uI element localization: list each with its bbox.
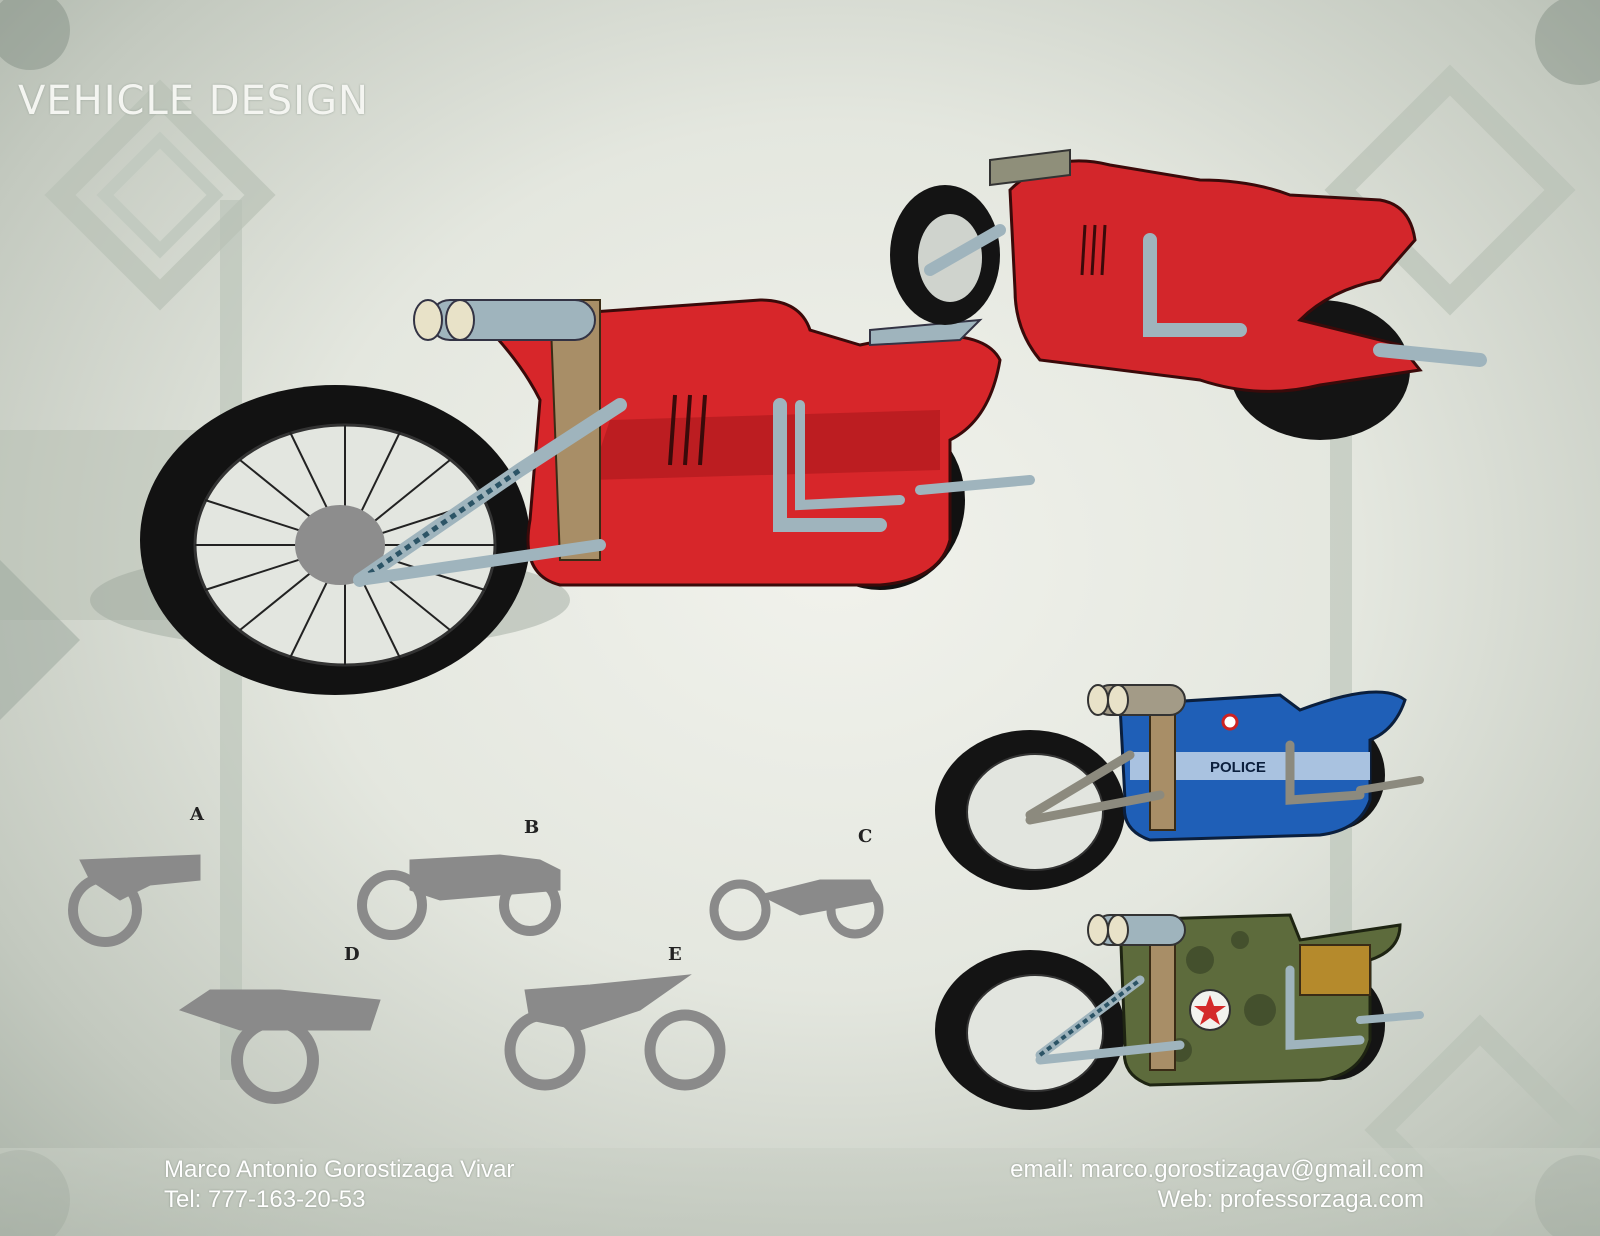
footer-bar	[0, 1148, 1600, 1236]
thumbnail-d-silhouette	[178, 989, 381, 1104]
thumbnail-label-a: A	[190, 804, 204, 825]
thumbnail-label-b: B	[524, 817, 540, 838]
author-website: Web: professorzaga.com	[1157, 1186, 1424, 1213]
thumbnail-c-silhouette	[709, 879, 884, 941]
police-label: POLICE	[1210, 759, 1266, 776]
author-phone: Tel: 777-163-20-53	[164, 1186, 366, 1213]
author-email: email: marco.gorostizagav@gmail.com	[1010, 1156, 1424, 1183]
author-name: Marco Antonio Gorostizaga Vivar	[164, 1156, 515, 1183]
thumbnail-a-silhouette	[68, 854, 201, 947]
thumbnail-label-c: C	[858, 826, 873, 847]
thumbnail-label-d: D	[344, 944, 360, 965]
thumbnail-b-silhouette	[357, 854, 561, 940]
thumbnail-e-silhouette	[504, 974, 726, 1091]
thumbnail-label-e: E	[668, 944, 682, 965]
page-title: VEHICLE DESIGN	[18, 78, 369, 124]
